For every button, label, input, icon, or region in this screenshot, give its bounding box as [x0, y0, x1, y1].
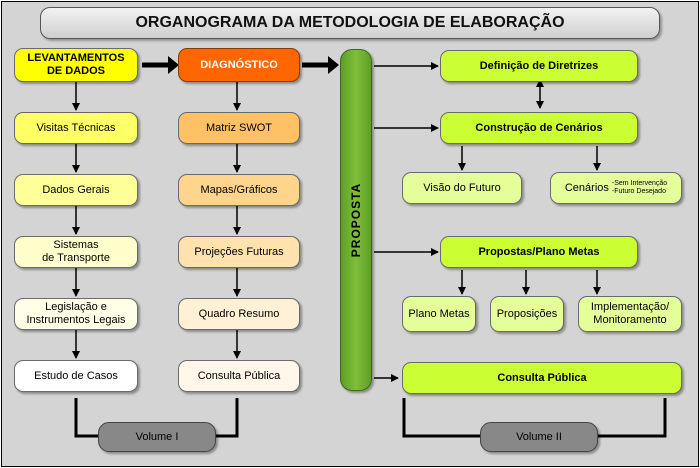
levantamentos-box: LEVANTAMENTOS DE DADOS	[14, 48, 138, 82]
arrow-head-1	[168, 56, 179, 74]
visitas-tecnicas-box: Visitas Técnicas	[14, 112, 138, 144]
visao-futuro-box: Visão do Futuro	[402, 172, 522, 204]
proposta-bar: PROPOSTA	[340, 49, 372, 391]
projecoes-futuras-box: Projeções Futuras	[178, 236, 300, 268]
volume1-label: Volume I	[98, 422, 216, 452]
propostas-plano-box: Propostas/Plano Metas	[440, 236, 638, 268]
matriz-swot-box: Matriz SWOT	[178, 112, 300, 144]
diagnostico-box: DIAGNÓSTICO	[178, 48, 300, 82]
implementacao-box: Implementação/ Monitoramento	[578, 296, 682, 332]
cenarios-box: Cenários -Sem Intervenção -Futuro Deseja…	[550, 172, 682, 204]
dados-gerais-box: Dados Gerais	[14, 174, 138, 206]
quadro-resumo-box: Quadro Resumo	[178, 298, 300, 330]
plano-metas-box: Plano Metas	[402, 296, 476, 332]
cenarios-construcao-box: Construção de Cenários	[440, 112, 638, 144]
sistemas-transporte-box: Sistemas de Transporte	[14, 236, 138, 268]
volume2-label: Volume II	[480, 422, 598, 452]
consulta-publica-col2-box: Consulta Pública	[178, 360, 300, 392]
mapas-graficos-box: Mapas/Gráficos	[178, 174, 300, 206]
page-title: ORGANOGRAMA DA METODOLOGIA DE ELABORAÇÃO	[40, 7, 660, 39]
estudo-casos-box: Estudo de Casos	[14, 360, 138, 392]
cenarios-sub-2: -Futuro Desejado	[611, 188, 666, 195]
cenarios-sublist: -Sem Intervenção -Futuro Desejado	[612, 180, 667, 196]
legislacao-box: Legislação e Instrumentos Legais	[14, 298, 138, 330]
proposta-arrows	[374, 62, 439, 382]
consulta-publica-box: Consulta Pública	[402, 362, 682, 394]
propostas-child-arrows	[458, 270, 601, 295]
diretrizes-box: Definição de Diretrizes	[440, 50, 638, 82]
cenarios-label: Cenários	[564, 181, 609, 194]
cenarios-sub-1: -Sem Intervenção	[611, 180, 668, 187]
cenarios-child-arrows	[458, 146, 601, 171]
proposta-label: PROPOSTA	[349, 182, 363, 258]
proposicoes-box: Proposições	[490, 296, 564, 332]
arrow-head-2	[328, 56, 339, 74]
